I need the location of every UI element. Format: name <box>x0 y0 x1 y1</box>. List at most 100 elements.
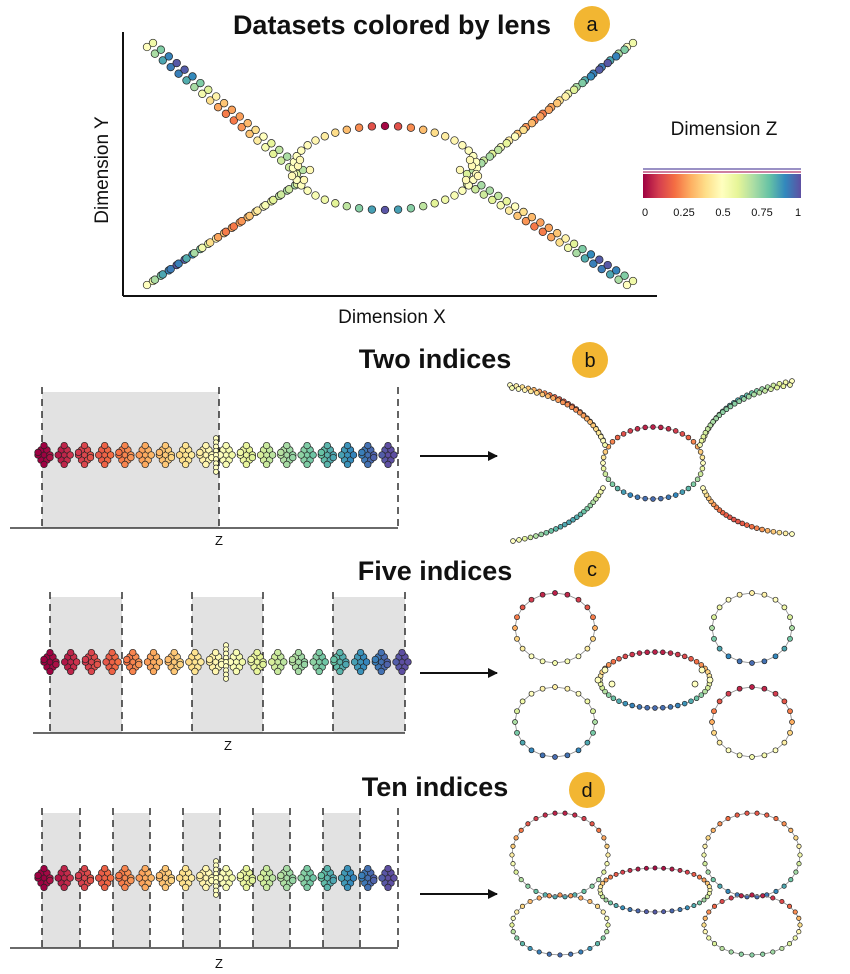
graph-node <box>560 399 566 406</box>
z-point <box>232 667 241 676</box>
z-point <box>129 667 137 676</box>
z-point <box>80 883 89 892</box>
graph-node <box>552 754 558 760</box>
z-point <box>297 874 305 882</box>
data-point <box>393 205 403 214</box>
graph-node <box>675 702 681 709</box>
z-point <box>155 658 164 666</box>
graph-node <box>627 428 634 434</box>
data-point <box>620 45 629 54</box>
graph-node <box>519 941 526 947</box>
z-point <box>356 667 365 676</box>
z-point <box>46 453 54 462</box>
x-axis-label: Dimension X <box>338 307 446 328</box>
graph-node <box>701 852 707 858</box>
data-point <box>219 99 229 108</box>
graph-node <box>620 489 627 495</box>
z-point <box>46 648 54 657</box>
z-point <box>46 876 54 885</box>
z-point <box>213 468 219 475</box>
graph-node <box>545 393 551 399</box>
graph-node <box>601 869 607 875</box>
graph-node <box>792 909 798 915</box>
data-point <box>261 201 270 210</box>
z-point <box>236 871 245 880</box>
graph-node <box>516 537 522 543</box>
data-point <box>166 62 175 72</box>
graph-node <box>562 521 568 528</box>
data-point <box>267 139 276 148</box>
graph-node <box>789 625 795 631</box>
graph-node <box>572 812 578 818</box>
z-point <box>135 874 143 882</box>
data-point <box>450 191 459 200</box>
graph-node <box>702 915 708 921</box>
graph-node <box>570 517 576 523</box>
network-c <box>512 590 795 760</box>
graph-node <box>698 666 706 674</box>
graph-node <box>578 949 584 955</box>
graph-node <box>514 708 520 715</box>
z-point <box>262 864 271 873</box>
z-point <box>141 883 149 892</box>
graph-node <box>741 396 747 402</box>
z-axis-label: Z <box>215 533 223 548</box>
graph-node <box>764 527 771 534</box>
graph-node <box>539 752 546 759</box>
graph-node <box>723 406 730 413</box>
graph-node <box>590 729 596 736</box>
graph-node <box>528 596 535 603</box>
graph-node <box>514 614 520 621</box>
data-point <box>628 276 638 286</box>
z-point <box>336 648 344 657</box>
z-point <box>268 874 277 882</box>
z-point <box>60 883 68 892</box>
graph-node <box>717 821 723 827</box>
graph-node <box>642 495 648 502</box>
z-point <box>228 451 236 459</box>
data-point <box>589 259 598 268</box>
data-point <box>430 128 439 137</box>
graph-node <box>700 460 706 466</box>
z-point <box>161 460 170 469</box>
graph-node <box>620 431 627 437</box>
panel-c-title: Five indices <box>358 556 513 586</box>
z-point <box>242 883 251 892</box>
z-point <box>196 871 204 880</box>
data-point <box>513 211 522 221</box>
graph-node <box>644 649 650 656</box>
data-point <box>530 222 539 231</box>
graph-node <box>749 590 755 596</box>
z-point <box>222 460 230 469</box>
z-point <box>40 864 48 873</box>
graph-node <box>525 821 531 827</box>
data-point <box>504 206 514 215</box>
graph-node <box>710 827 716 833</box>
z-point <box>80 441 89 450</box>
z-point <box>283 883 291 892</box>
graph-node <box>749 523 755 530</box>
data-point <box>287 171 297 181</box>
graph-node <box>519 739 526 746</box>
graph-node <box>575 690 582 697</box>
data-point <box>148 38 158 48</box>
data-point <box>299 175 309 185</box>
colorbar <box>643 174 801 198</box>
graph-node <box>688 656 694 662</box>
graph-node <box>660 704 666 711</box>
graph-node <box>772 690 779 697</box>
graph-node <box>568 893 574 899</box>
z-point <box>61 658 69 666</box>
data-point <box>227 105 237 114</box>
data-point <box>595 65 604 74</box>
graph-node <box>702 843 708 849</box>
graph-node <box>590 635 596 642</box>
graph-node <box>539 591 546 598</box>
graph-node <box>702 929 708 935</box>
graph-node <box>710 877 716 883</box>
data-point <box>419 125 428 134</box>
z-point <box>349 451 358 459</box>
data-point <box>555 238 564 247</box>
graph-node <box>744 810 750 816</box>
data-point <box>235 112 244 121</box>
